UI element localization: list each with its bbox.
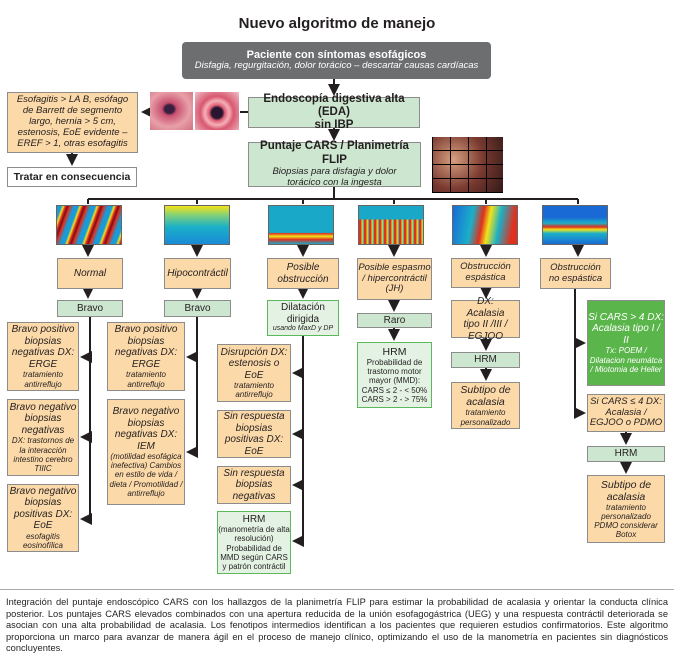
heatmap-spasm: [358, 205, 424, 245]
outcome-box: Sin respuesta biopsias negativas: [217, 466, 291, 504]
start-title: Paciente con síntomas esofágicos: [246, 48, 427, 61]
hrm-label: HRM: [474, 354, 497, 366]
rare-label: Raro: [383, 314, 406, 326]
phenotype-label: Obstrucción espástica: [460, 261, 511, 283]
dx-box: DX: Acalasia tipo II /III / EGJOO: [451, 296, 520, 342]
dx-label: DX: Acalasia tipo II /III / EGJOO: [463, 296, 508, 342]
outcome-title: Sin respuesta biopsias negativas: [223, 467, 285, 502]
bravo-box: Bravo: [164, 300, 231, 317]
hrm-box: HRM: [451, 352, 520, 368]
outcome-title: Bravo negativo biopsias positivas DX: Eo…: [9, 485, 77, 532]
endoscopy-image-2: [195, 92, 239, 130]
outcome-note: tratamiento antirreflujo: [125, 370, 167, 389]
outcome-title: Bravo positivo biopsias negativas DX: ER…: [11, 324, 75, 370]
cars-subtitle: Biopsias para disfagia y dolor torácico …: [272, 165, 397, 188]
hrm-box: HRM: [587, 446, 665, 462]
left-findings-text: Esofagitis > LA B, esófago de Barrett de…: [16, 94, 129, 149]
rare-box: Raro: [357, 313, 432, 328]
left-findings-box: Esofagitis > LA B, esófago de Barrett de…: [7, 92, 138, 153]
page-title: Nuevo algoritmo de manejo: [238, 15, 436, 32]
heatmap-hypocontractile: [164, 205, 230, 245]
endoscopy-image-1: [150, 92, 193, 130]
outcome-note: (motilidad esofágica inefectiva) Cambios…: [109, 452, 183, 498]
cars-box: Puntaje CARS / Planimetría FLIP Biopsias…: [248, 140, 421, 188]
phenotype-spasm: Posible espasmo / hipercontráctil (JH): [357, 258, 432, 300]
phenotype-nonspastic-obstruction: Obstrucción no espástica: [540, 258, 611, 289]
subtype-note: tratamiento personalizado PDMO considera…: [594, 502, 658, 540]
hrm-label: HRM: [614, 448, 638, 460]
phenotype-label: Hipocontráctil: [167, 267, 228, 279]
high-cars-title: Si CARS > 4 DX: Acalasia tipo I / II: [588, 311, 664, 346]
low-cars-box: Si CARS ≤ 4 DX: Acalasia / EGJOO o PDMO: [587, 394, 665, 432]
phenotype-label: Obstrucción no espástica: [548, 261, 603, 284]
phenotype-hypocontractile: Hipocontráctil: [164, 258, 231, 289]
eda-line2: sin IBP: [314, 119, 354, 132]
heatmap-obstruction: [268, 205, 334, 245]
bravo-box: Bravo: [57, 300, 123, 317]
dilation-note: usando MaxD y DP: [272, 325, 334, 333]
hrm-note: Probabilidad de trastorno motor mayor (M…: [361, 358, 428, 404]
outcome-title: Sin respuesta biopsias positivas DX: EoE: [223, 411, 285, 457]
treat-text: Tratar en consecuencia: [13, 170, 131, 183]
hrm-title: HRM: [382, 346, 407, 358]
hrm-note: (manometría de alta resolución) Probabil…: [218, 525, 290, 572]
start-box: Paciente con síntomas esofágicos Disfagi…: [182, 42, 491, 79]
outcome-title: Bravo positivo biopsias negativas DX: ER…: [114, 324, 178, 370]
subtype-title: Subtipo de acalasia: [460, 384, 511, 409]
bravo-label: Bravo: [76, 302, 104, 314]
figure-caption: Integración del puntaje endoscópico CARS…: [6, 597, 668, 654]
outcome-title: Disrupción DX: estenosis o EoE: [220, 346, 288, 381]
outcome-box: Bravo negativo biopsias positivas DX: Eo…: [7, 484, 79, 552]
subtype-note: tratamiento personalizado: [460, 408, 511, 427]
eda-box: Endoscopía digestiva alta (EDA) sin IBP: [248, 93, 420, 131]
eda-line1: Endoscopía digestiva alta (EDA): [263, 92, 405, 118]
phenotype-normal: Normal: [57, 258, 123, 289]
phenotype-spastic-obstruction: Obstrucción espástica: [451, 258, 520, 288]
outcome-note: tratamiento antirreflujo: [233, 381, 275, 400]
hrm-title: HRM: [242, 513, 266, 525]
dilation-label: Dilatación dirigida: [281, 302, 325, 325]
hrm-box: HRM(manometría de alta resolución) Proba…: [217, 511, 291, 574]
phenotype-label: Posible espasmo / hipercontráctil (JH): [358, 261, 431, 295]
heatmap-normal: [56, 205, 122, 245]
phenotype-possible-obstruction: Posible obstrucción: [267, 258, 339, 289]
start-subtitle: Disfagia, regurgitación, dolor torácico …: [194, 60, 479, 72]
outcome-note: tratamiento antirreflujo: [22, 370, 64, 389]
outcome-box: Bravo negativo biopsias negativas DX: IE…: [107, 399, 185, 505]
cars-title: Puntaje CARS / Planimetría FLIP: [260, 140, 409, 166]
subtype-title: Subtipo de acalasia: [600, 478, 652, 503]
bravo-label: Bravo: [184, 302, 211, 314]
outcome-box: Bravo positivo biopsias negativas DX: ER…: [7, 322, 79, 391]
caption-divider: [0, 589, 674, 590]
heatmap-nonspastic-obstruction: [542, 205, 608, 245]
treat-box: Tratar en consecuencia: [7, 167, 137, 187]
high-cars-note: Tx: POEM / Dilatacion neumátca / Miotomi…: [589, 346, 663, 374]
outcome-title: Bravo negativo biopsias negativas: [9, 401, 77, 436]
outcome-box: Bravo positivo biopsias negativas DX: ER…: [107, 322, 185, 391]
low-cars-label: Si CARS ≤ 4 DX: Acalasia / EGJOO o PDMO: [589, 395, 663, 429]
outcome-title: Bravo negativo biopsias negativas DX: IE…: [112, 406, 180, 452]
heatmap-spastic-obstruction: [452, 205, 518, 245]
outcome-note: DX: trastornos de la interacción intesti…: [11, 436, 75, 473]
phenotype-label: Posible obstrucción: [277, 262, 329, 285]
outcome-note: esofagitis eosinofílica: [22, 531, 64, 550]
flip-image-grid: [432, 137, 503, 193]
phenotype-label: Normal: [73, 267, 107, 279]
outcome-box: Sin respuesta biopsias positivas DX: EoE: [217, 410, 291, 458]
